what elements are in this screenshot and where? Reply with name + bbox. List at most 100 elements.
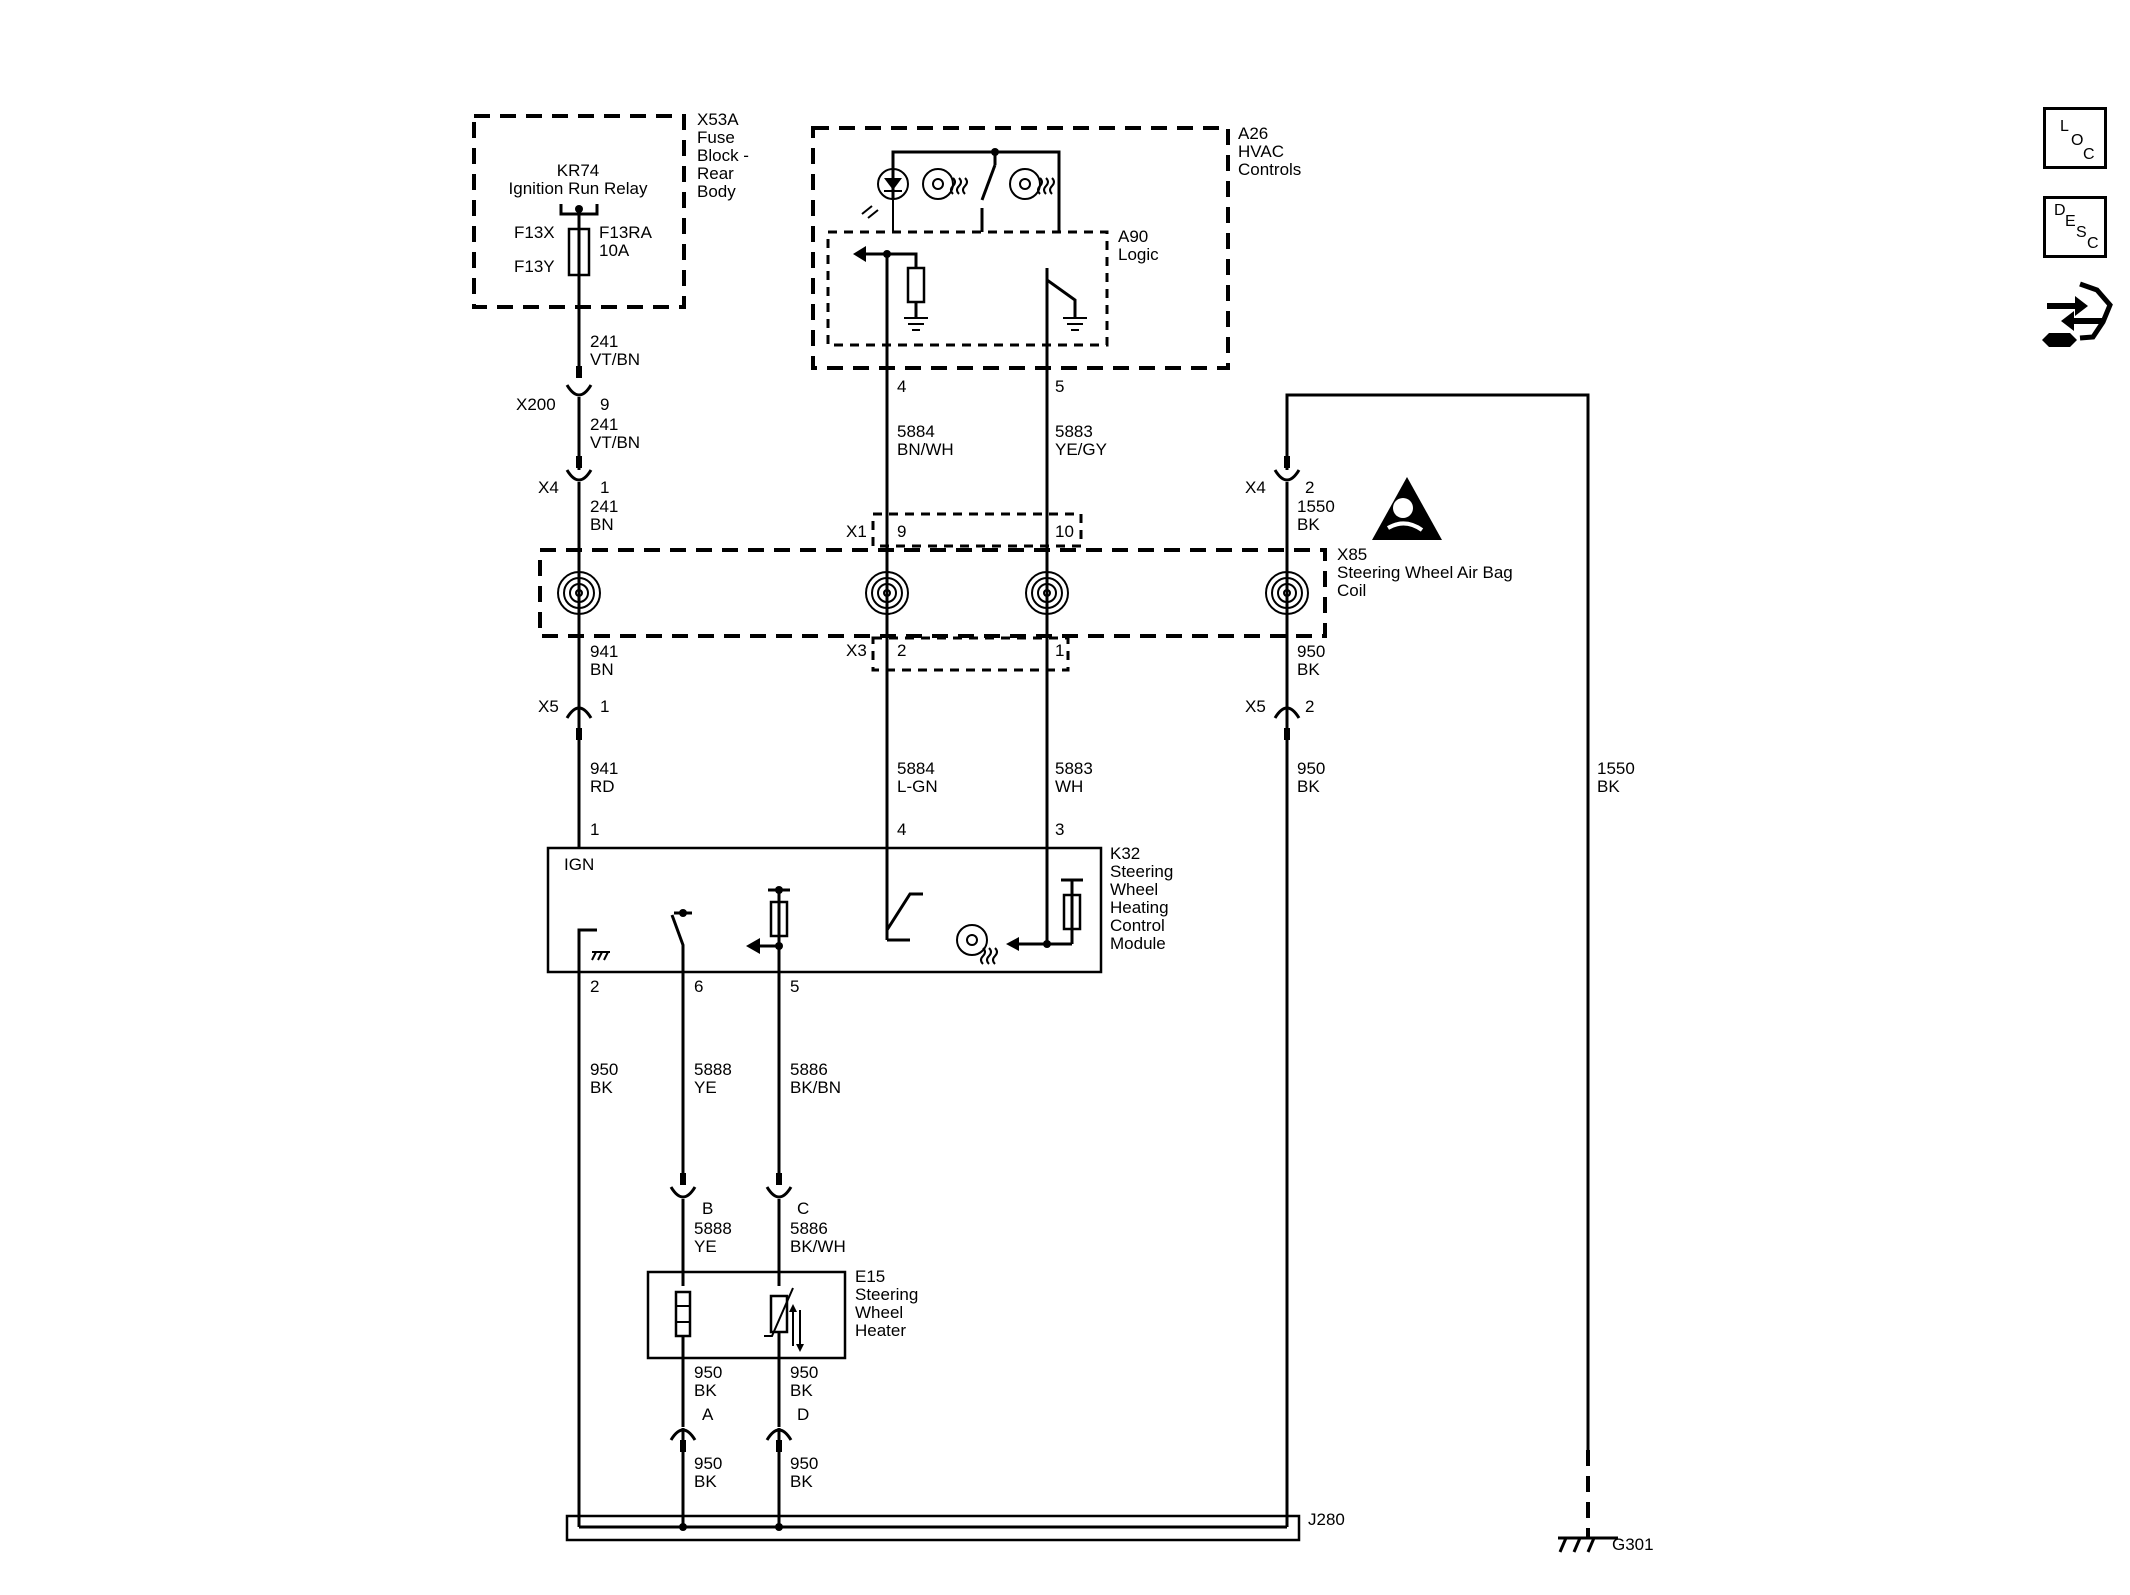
loc-letter-c: C <box>2083 146 2095 163</box>
heater-name-3: Heater <box>855 1321 906 1340</box>
airbag-coil-name-1: Steering Wheel Air Bag <box>1337 563 1513 582</box>
fuse-block-name-1: Fuse <box>697 128 735 147</box>
heating-element-icon <box>674 1290 692 1338</box>
circuit-1550-950: X4 2 1550 BK 950 BK X5 2 950 BK 1550 BK … <box>1245 393 1654 1554</box>
pin-e15-a: A <box>702 1405 714 1424</box>
wire-5886-bkbn-color: BK/BN <box>790 1078 841 1097</box>
module-resistor-icon <box>1062 893 1082 931</box>
module-outline <box>546 846 1103 974</box>
description-button[interactable]: D E S C <box>2043 196 2107 258</box>
wire-5883-yegy-color: YE/GY <box>1055 440 1107 459</box>
desc-letter-d: D <box>2054 202 2066 219</box>
pin-x3-1: 1 <box>1055 641 1064 660</box>
connector-x5-left: X5 <box>538 697 559 716</box>
heater-id: E15 <box>855 1267 885 1286</box>
pin-e15-b: B <box>702 1199 713 1218</box>
splice-bar <box>565 1514 1301 1542</box>
wire-950-bk-upper-color: BK <box>1297 660 1320 679</box>
wire-950-bk-a-upper-color: BK <box>694 1381 717 1400</box>
connector-x4-left: X4 <box>538 478 559 497</box>
wire-5886-bkwh-color: BK/WH <box>790 1237 846 1256</box>
wire-5888-ye-lower-number: 5888 <box>694 1219 732 1238</box>
module-name-1: Steering <box>1110 862 1173 881</box>
wire-5888-ye-upper-number: 5888 <box>694 1060 732 1079</box>
fuse-block-name-2: Block - <box>697 146 749 165</box>
pin-x1-10: 10 <box>1055 522 1074 541</box>
heater-name-2: Wheel <box>855 1303 903 1322</box>
pullup-resistor-icon <box>906 266 926 304</box>
pin-k32-6: 6 <box>694 977 703 996</box>
wire-5886-bkwh-number: 5886 <box>790 1219 828 1238</box>
pin-e15-c: C <box>797 1199 809 1218</box>
pin-x5-left: 1 <box>600 697 609 716</box>
wire-950-bk-d-upper-number: 950 <box>790 1363 818 1382</box>
airbag-coil-name-2: Coil <box>1337 581 1366 600</box>
wire-950-bk-a-lower-color: BK <box>694 1472 717 1491</box>
loc-letter-o: O <box>2071 132 2084 149</box>
hvac-id: A26 <box>1238 124 1268 143</box>
connector-x5-right: X5 <box>1245 697 1266 716</box>
hvac-controls-a26: A26 HVAC Controls A90 Logic <box>811 124 1301 370</box>
airbag-warning-icon <box>1372 477 1442 540</box>
pin-k32-4: 4 <box>897 820 906 839</box>
airbag-coil-id: X85 <box>1337 545 1367 564</box>
wire-941-bn-number: 941 <box>590 642 618 661</box>
wire-950-bk-lower-color: BK <box>1297 777 1320 796</box>
heater-outline <box>646 1270 847 1360</box>
connector-x1: X1 <box>846 522 867 541</box>
pin-x5-right: 2 <box>1305 697 1314 716</box>
module-name-2: Wheel <box>1110 880 1158 899</box>
wire-1550-bk-ground-number: 1550 <box>1597 759 1635 778</box>
wire-1550-bk-number: 1550 <box>1297 497 1335 516</box>
wire-941-rd-color: RD <box>590 777 615 796</box>
splice-j280: J280 <box>565 1510 1345 1542</box>
heater-ground-connectors: 950 BK 950 BK A D 950 BK 950 BK <box>669 1363 818 1527</box>
connector-c-icon <box>765 1186 793 1199</box>
wire-950-bk-upper-number: 950 <box>1297 642 1325 661</box>
pin-x3-2: 2 <box>897 641 906 660</box>
pin-hvac-5: 5 <box>1055 377 1064 396</box>
wire-241-vtbn-number: 241 <box>590 332 618 351</box>
logic-outline <box>826 230 1109 347</box>
ground-id: G301 <box>1612 1535 1654 1554</box>
airbag-coil-x85: X85 Steering Wheel Air Bag Coil <box>538 477 1513 638</box>
ground-icon <box>904 317 928 331</box>
fuse-block-name-4: Body <box>697 182 736 201</box>
heated-wheel-icon-2 <box>1009 168 1055 200</box>
wire-950-bk-a-lower-number: 950 <box>694 1454 722 1473</box>
wire-950-bk-d-lower-number: 950 <box>790 1454 818 1473</box>
wire-5884-lgn-number: 5884 <box>897 759 935 778</box>
pin-x1-9: 9 <box>897 522 906 541</box>
module-id: K32 <box>1110 844 1140 863</box>
wire-5884-lgn-color: L-GN <box>897 777 938 796</box>
logic-name: Logic <box>1118 245 1159 264</box>
wire-241-bn-number: 241 <box>590 497 618 516</box>
wire-5888-ye-lower-color: YE <box>694 1237 717 1256</box>
hvac-outline <box>811 126 1230 370</box>
location-button[interactable]: L O C <box>2043 107 2107 169</box>
module-ign-label: IGN <box>564 855 594 874</box>
heater-name-1: Steering <box>855 1285 918 1304</box>
steering-wheel-heater-e15: E15 Steering Wheel Heater <box>646 1267 918 1427</box>
connector-x4-right: X4 <box>1245 478 1266 497</box>
wire-950-bk-k32-color: BK <box>590 1078 613 1097</box>
pin-x4-left: 1 <box>600 478 609 497</box>
logic-id: A90 <box>1118 227 1148 246</box>
connector-repair-icon[interactable] <box>2042 281 2113 347</box>
circuit-5883: 5 5883 YE/GY 5883 WH 3 <box>1045 268 1107 944</box>
heating-control-module-k32: IGN K32 Steering Wheel Heating Control M… <box>546 844 1173 996</box>
clockspring-coil-icon <box>557 571 601 615</box>
wire-950-bk-lower-number: 950 <box>1297 759 1325 778</box>
fuse-term-in: F13X <box>514 223 555 242</box>
connector-x200-icon <box>565 384 593 397</box>
module-switch-6-icon <box>670 914 685 972</box>
wire-241-vtbn-2-color: VT/BN <box>590 433 640 452</box>
desc-letter-s: S <box>2076 224 2087 241</box>
loc-letter-l: L <box>2060 118 2069 135</box>
circuit-5884: 4 5884 BN/WH 5884 L-GN 4 <box>885 254 954 940</box>
module-input-arrow-icon <box>746 938 760 954</box>
clockspring-coil-icon-3 <box>1025 571 1069 615</box>
module-name-3: Heating <box>1110 898 1169 917</box>
wire-241-vtbn-color: VT/BN <box>590 350 640 369</box>
